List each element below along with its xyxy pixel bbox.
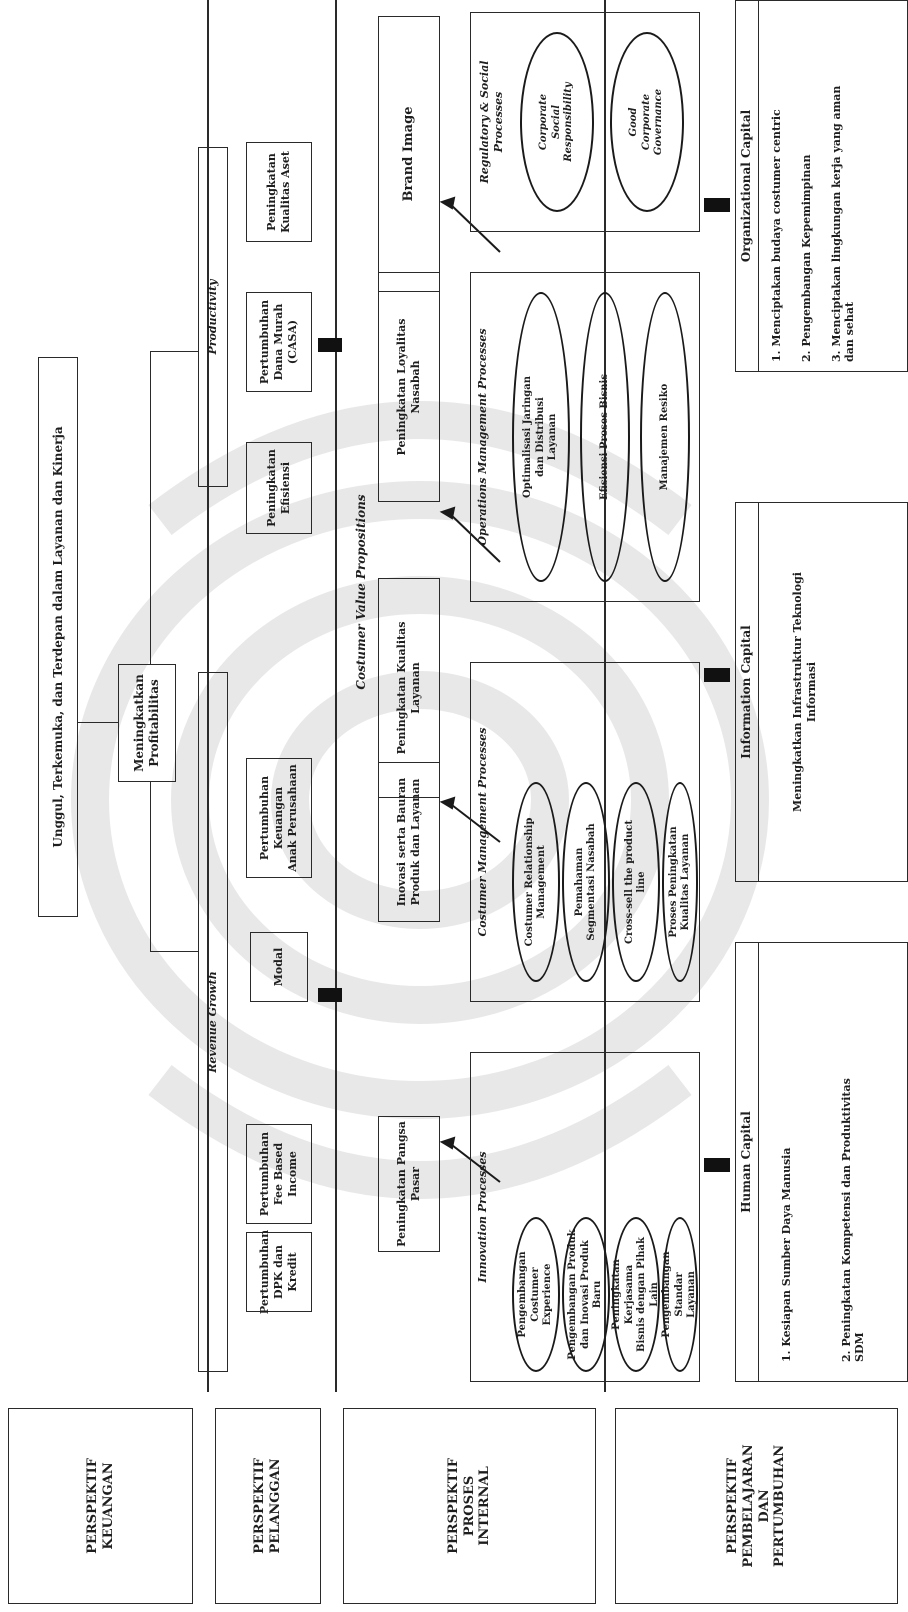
organizational-capital-box (735, 0, 908, 372)
learning-item: 2. Pengembangan Kepemimpinan (800, 154, 813, 362)
process-item: Proses Peningkatan Kualitas Layanan (662, 782, 698, 982)
process-item: Good Corporate Governance (610, 32, 684, 212)
arrow-up-icon (704, 1158, 730, 1172)
learning-item: 3. Menciptakan lingkungan kerja yang ama… (830, 86, 856, 362)
process-item: Pengembangan Standar Layanan (662, 1217, 698, 1372)
human-capital-title: Human Capital (735, 942, 759, 1382)
arrow-up-icon (704, 668, 730, 682)
arrow-up-icon (704, 198, 730, 212)
operations-processes-title: Operations Management Processes (474, 282, 492, 592)
organizational-capital-title: Organizational Capital (735, 0, 759, 372)
process-item: Optimalisasi Jaringan dan Distribusi Lay… (512, 292, 570, 582)
innovation-processes-title: Innovation Processes (474, 1062, 492, 1372)
information-capital-title: Information Capital (735, 502, 759, 882)
process-item: Corporate Social Responsibility (520, 32, 594, 212)
process-item: Peningkatan Kerjasama Bisnis dengan Piha… (612, 1217, 660, 1372)
process-item: Costumer Relationship Management (512, 782, 560, 982)
process-item: Efisiensi Proses Bisnis (580, 292, 630, 582)
learning-item: 1. Menciptakan budaya costumer centric (770, 109, 783, 362)
customer-processes-title: Costumer Management Processes (474, 672, 492, 992)
process-item: Manajemen Resiko (640, 292, 690, 582)
process-item: Pengembangan Costumer Experience (512, 1217, 560, 1372)
process-item: Pemahaman Segmentasi Nasabah (562, 782, 610, 982)
learning-item: 2. Peningkatan Kompetensi dan Produktivi… (840, 1078, 866, 1362)
process-item: Pengembangan Produk dan Inovasi Produk B… (562, 1217, 610, 1372)
learning-item: 1. Kesiapan Sumber Daya Manusia (780, 1148, 793, 1362)
learning-item: Meningkatkan Infrastruktur Teknologi Inf… (775, 512, 835, 872)
human-capital-box (735, 942, 908, 1382)
process-item: Cross-sell the product line (612, 782, 660, 982)
regulatory-processes-title: Regulatory & Social Processes (474, 22, 510, 222)
